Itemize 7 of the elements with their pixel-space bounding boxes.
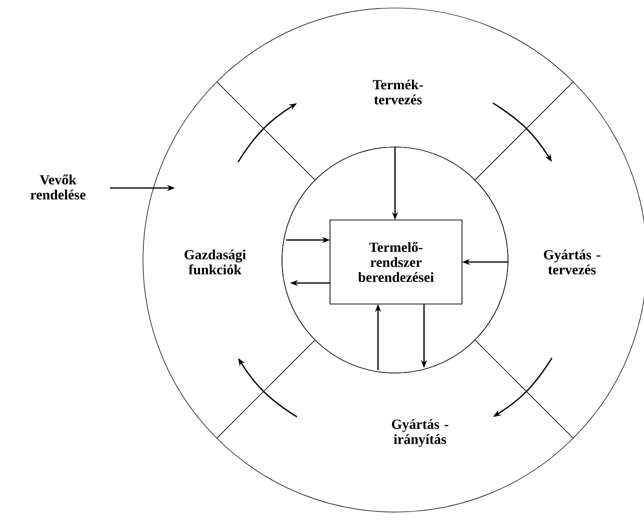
ring-sector: Termék- tervezés (216, 8, 574, 180)
input-label: Vevők rendelése (30, 174, 86, 200)
ring-sector: Gyártás - irányítás (216, 340, 574, 512)
inner-circle (282, 146, 508, 374)
ring-sector: Gazdasági funkciók (142, 82, 316, 438)
process-box: Termelő- rendszer berendezései (330, 220, 462, 304)
ring-sector: Gyártás - tervezés (474, 82, 644, 438)
